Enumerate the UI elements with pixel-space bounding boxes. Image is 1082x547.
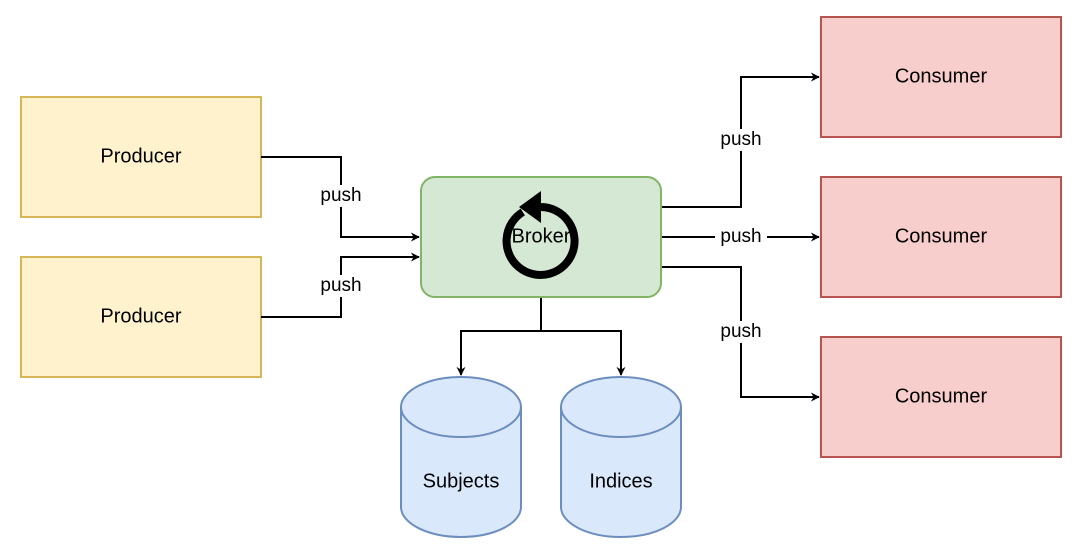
push-label: push xyxy=(720,321,761,342)
broker-label: Broker xyxy=(512,225,571,247)
consumer-1-push-label: push xyxy=(715,129,767,151)
producer-label: Producer xyxy=(100,305,181,327)
indices-label: Indices xyxy=(589,470,652,492)
broker-node: Broker xyxy=(420,176,662,298)
producer-1-push-label: push xyxy=(315,185,367,207)
push-label: push xyxy=(720,226,761,247)
consumer-3-push-label: push xyxy=(715,321,767,343)
push-label: push xyxy=(320,185,361,206)
producer-node-2: Producer xyxy=(20,256,262,378)
consumer-label: Consumer xyxy=(895,225,988,247)
push-label: push xyxy=(720,129,761,150)
broker-to-indices-edge xyxy=(541,330,626,376)
consumer-label: Consumer xyxy=(895,385,988,407)
refresh-icon xyxy=(502,191,579,279)
subjects-database: Subjects xyxy=(400,376,522,538)
consumer-node-2: Consumer xyxy=(820,176,1062,298)
producer-2-push-label: push xyxy=(315,275,367,297)
broker-to-subjects-edge xyxy=(456,330,541,376)
consumer-node-1: Consumer xyxy=(820,16,1062,138)
producer-label: Producer xyxy=(100,145,181,167)
consumer-node-3: Consumer xyxy=(820,336,1062,458)
consumer-2-push-label: push xyxy=(715,226,767,248)
subjects-label: Subjects xyxy=(423,470,500,492)
consumer-label: Consumer xyxy=(895,65,988,87)
indices-database: Indices xyxy=(560,376,682,538)
producer-node-1: Producer xyxy=(20,96,262,218)
push-label: push xyxy=(320,275,361,296)
